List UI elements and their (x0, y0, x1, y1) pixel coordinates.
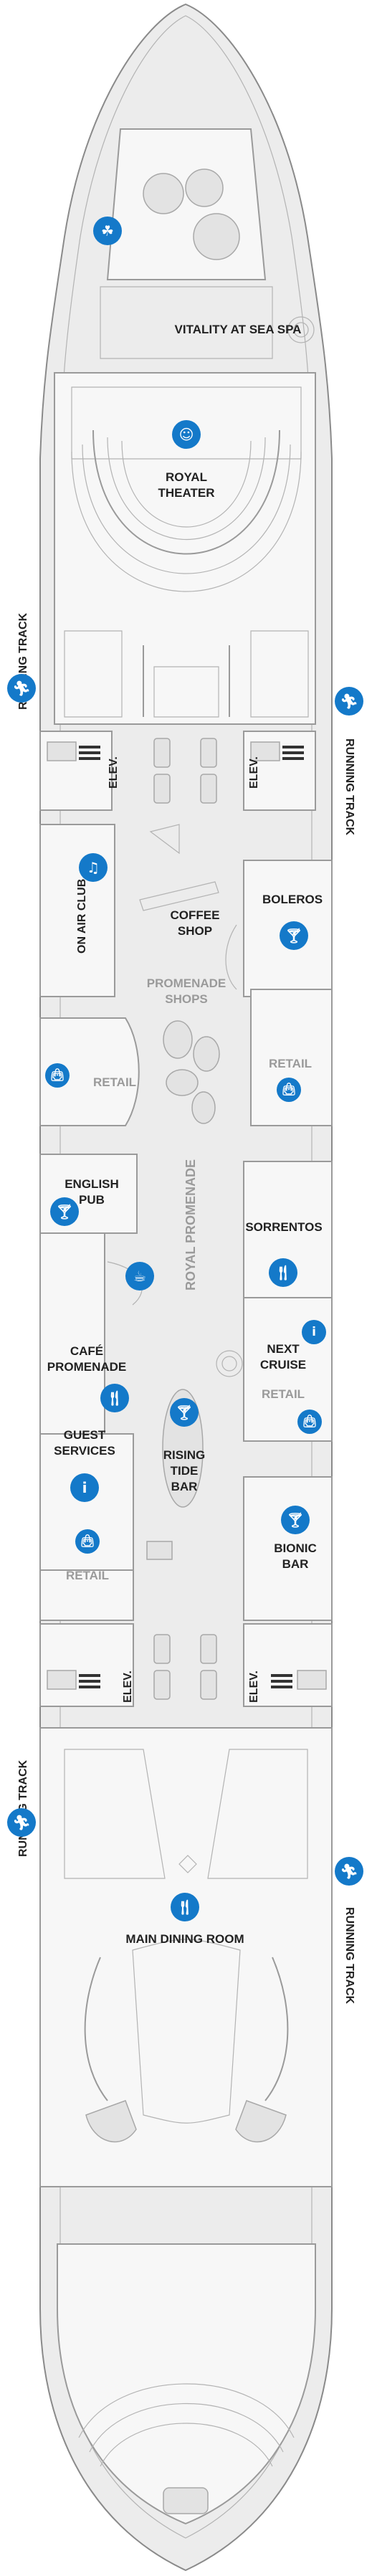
shopping-bag-icon[interactable]: 👜︎ (45, 1063, 70, 1088)
cocktail-icon[interactable]: 🍸︎ (281, 1506, 310, 1534)
forward-elevators (39, 731, 316, 811)
stern-area (57, 2243, 316, 2525)
bionic-bar-label-line2: BAR (282, 1557, 309, 1571)
cafe-promenade-label-line2: PROMENADE (47, 1360, 127, 1374)
runner-icon: 🏃︎ (7, 1808, 36, 1837)
promenade-shops-label-line2: SHOPS (165, 992, 208, 1006)
running-track-label-upper-right: RUNNING TRACK (343, 738, 356, 836)
coffee-icon[interactable]: ☕︎ (125, 1262, 154, 1291)
royal-promenade-label: ROYAL PROMENADE (183, 1159, 198, 1291)
info-icon[interactable]: i (302, 1320, 326, 1344)
elevator-label-fwd-left: ELEV. (108, 756, 120, 789)
knife-fork-icon[interactable]: 🍴︎ (171, 1893, 199, 1921)
promenade-shops-label-line1: PROMENADE (146, 976, 226, 990)
knife-fork-icon[interactable]: 🍴︎ (100, 1384, 129, 1412)
cocktail-icon[interactable]: 🍸︎ (50, 1197, 79, 1226)
knife-fork-icon[interactable]: 🍴︎ (269, 1258, 297, 1287)
theater-label-line2: THEATER (158, 486, 215, 500)
spa-icon[interactable]: ☘ (93, 217, 122, 245)
music-icon[interactable]: ♫ (79, 853, 108, 882)
spa-label: VITALITY AT SEA SPA (174, 323, 302, 336)
cafe-promenade-label-line1: CAFÉ (70, 1344, 104, 1358)
retail-label-fwd-left: RETAIL (92, 1075, 137, 1089)
english-pub-label-line2: PUB (79, 1193, 105, 1207)
rising-tide-label-line2: TIDE (170, 1464, 199, 1478)
next-cruise-label-line2: CRUISE (259, 1358, 307, 1372)
cocktail-icon[interactable]: 🍸︎ (280, 921, 308, 950)
elevator-stripes (79, 746, 304, 1688)
main-dining-room-area (39, 1727, 333, 2187)
shopping-bag-icon[interactable]: 👜︎ (75, 1529, 100, 1554)
guest-services-label-line1: GUEST (63, 1428, 106, 1442)
retail-label-aft-left: RETAIL (65, 1569, 110, 1582)
elevator-label-fwd-right: ELEV. (248, 756, 260, 789)
next-cruise-label-line1: NEXT (267, 1342, 300, 1356)
running-track-label-lower-right: RUNNING TRACK (343, 1907, 356, 2005)
runner-icon: 🏃︎ (7, 674, 36, 703)
retail-label-fwd-right: RETAIL (268, 1057, 313, 1070)
coffee-shop-label-line2: SHOP (177, 924, 213, 938)
guest-services-label-line2: SERVICES (54, 1444, 115, 1458)
runner-icon: 🏃︎ (335, 1857, 363, 1886)
cocktail-icon[interactable]: 🍸︎ (170, 1398, 199, 1427)
runner-icon: 🏃︎ (335, 687, 363, 716)
elevator-label-aft-left: ELEV. (122, 1670, 134, 1703)
shopping-bag-icon[interactable]: 👜︎ (277, 1078, 301, 1102)
main-dining-room-label: MAIN DINING ROOM (125, 1932, 244, 1946)
spa-area (100, 128, 315, 359)
rising-tide-label-line3: BAR (171, 1480, 198, 1493)
info-icon[interactable]: i (70, 1473, 99, 1502)
elevator-label-aft-right: ELEV. (248, 1670, 260, 1703)
shopping-bag-icon[interactable]: 👜︎ (297, 1410, 322, 1434)
coffee-shop-label-line1: COFFEE (170, 908, 220, 922)
royal-theater-area (54, 372, 316, 725)
bionic-bar-label-line1: BIONIC (274, 1541, 317, 1555)
theater-masks-icon[interactable]: ☺ (172, 420, 201, 449)
sorrentos-label: SORRENTOS (245, 1220, 323, 1234)
rising-tide-label-line1: RISING (163, 1448, 206, 1462)
aft-elevators (39, 1623, 333, 1707)
boleros-label: BOLEROS (262, 893, 323, 906)
retail-label-mid-right: RETAIL (261, 1387, 305, 1401)
english-pub-label-line1: ENGLISH (65, 1177, 119, 1191)
on-air-club-label: ON AIR CLUB (76, 878, 88, 954)
theater-label-line1: ROYAL (166, 470, 207, 484)
